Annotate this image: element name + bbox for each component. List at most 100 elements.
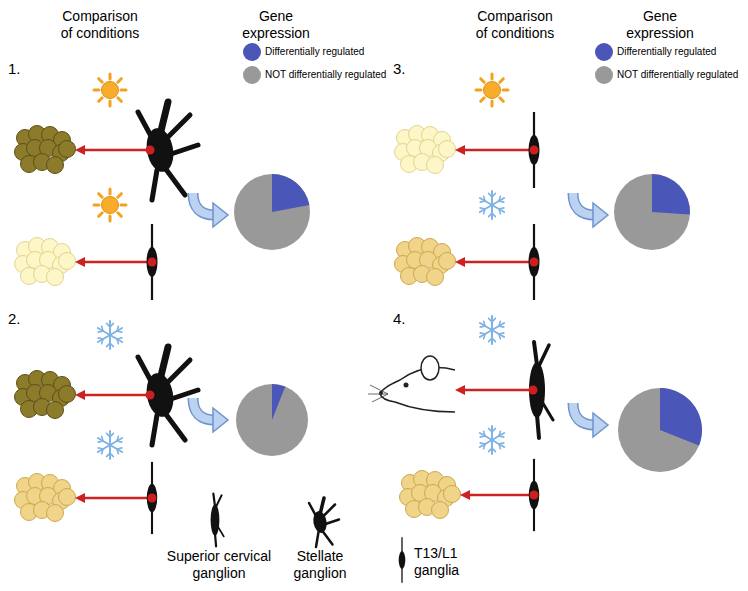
sun-ray: [481, 79, 485, 83]
ganglion-key-label: T13/L1 ganglia: [414, 545, 474, 579]
comparison-arrow-outline: [193, 193, 215, 215]
fat-cell: [432, 502, 449, 519]
fat-cell: [47, 269, 64, 286]
snowflake-arm: [480, 433, 492, 440]
snowflake-icon: [480, 191, 504, 219]
snowflake-branch: [489, 213, 492, 217]
sun-ray: [94, 204, 99, 207]
t13-l1-ganglion: [529, 224, 540, 300]
sun-ray: [118, 79, 122, 83]
sun-ray: [118, 213, 122, 217]
column-heading: Gene expression: [622, 8, 698, 42]
sun-ray: [118, 194, 122, 198]
snowflake-branch: [117, 339, 118, 344]
snowflake-arm: [480, 205, 492, 212]
snowflake-branch: [102, 326, 103, 331]
white-fat: [15, 238, 76, 286]
ganglion-key-label: Superior cervical ganglion: [163, 548, 275, 582]
ganglion-body: [312, 510, 329, 534]
stellate-ganglion: [138, 347, 198, 445]
sun-ray: [121, 204, 126, 207]
snowflake-arm: [110, 438, 122, 445]
pie-chart-rest: [614, 174, 690, 250]
sun-ray: [118, 98, 122, 102]
neuron-soma: [529, 386, 538, 395]
sun-ray: [481, 98, 485, 102]
ganglion-branch: [165, 360, 190, 385]
comparison-arrow-outline: [193, 398, 215, 420]
rat-head-outline: [380, 368, 455, 412]
snowflake-arm: [480, 440, 492, 447]
pie-chart-rest: [236, 384, 308, 456]
neuron-soma: [148, 258, 157, 267]
snowflake-arm: [110, 328, 122, 335]
sun-ray: [491, 101, 494, 106]
comparison-arrow-outline: [573, 193, 595, 215]
legend-swatch: [243, 66, 261, 84]
snowflake-arm: [110, 445, 122, 452]
nerve-terminal: [455, 145, 465, 155]
nerve-terminal: [455, 385, 465, 395]
sun-ray: [491, 74, 494, 79]
fat-cell: [59, 141, 76, 158]
snowflake-branch: [98, 448, 103, 449]
nerve-fiber: [83, 497, 150, 500]
sun-ray: [500, 98, 504, 102]
fat-cell: [59, 489, 76, 506]
snowflake-branch: [484, 196, 485, 201]
sun-ray: [503, 89, 508, 92]
comparison-arrow-head: [213, 203, 228, 227]
snowflake-branch: [492, 318, 495, 322]
snowflake-arm: [491, 316, 493, 330]
ganglion-body: [143, 126, 176, 174]
snowflake-arm: [491, 426, 493, 440]
snowflake-branch: [117, 331, 122, 332]
beige-fat: [15, 474, 76, 522]
snowflake-branch: [499, 436, 504, 437]
rat-ear: [421, 356, 439, 380]
snowflake-arm: [480, 330, 492, 337]
ganglion-branch: [537, 415, 539, 438]
superior-cervical-ganglion: [529, 342, 553, 438]
rat-whisker: [370, 385, 388, 394]
brown-fat: [15, 126, 76, 174]
legend-swatch: [595, 66, 613, 84]
ganglion-body: [529, 247, 540, 277]
ganglion-branch: [323, 531, 333, 545]
snowflake-arm: [109, 445, 111, 459]
fat-cell: [59, 386, 76, 403]
sun-ray: [99, 79, 103, 83]
snowflake-arm: [109, 431, 111, 445]
ganglion-body: [529, 362, 545, 418]
nerve-terminal: [455, 257, 465, 267]
snowflake-branch: [484, 431, 485, 436]
sun-icon: [476, 74, 508, 106]
ganglion-body: [529, 135, 540, 165]
legend-text: Differentially regulated: [617, 45, 716, 59]
sun-ray: [109, 101, 112, 106]
snowflake-branch: [499, 444, 500, 449]
t13-l1-ganglion: [147, 462, 157, 534]
pie-chart-slice: [652, 174, 690, 214]
fat-cell: [444, 486, 461, 503]
snowflake-arm: [109, 335, 111, 349]
snowflake-arm: [491, 191, 493, 205]
snowflake-icon: [480, 316, 504, 344]
snowflake-branch: [107, 453, 110, 457]
neuron-soma: [530, 146, 539, 155]
snowflake-arm: [98, 438, 110, 445]
snowflake-arm: [492, 323, 504, 330]
nerve-terminal: [75, 257, 85, 267]
white-fat: [395, 126, 456, 174]
sun-ray: [109, 189, 112, 194]
snowflake-branch: [489, 448, 492, 452]
t13-l1-ganglion: [399, 537, 406, 583]
ganglion-body: [147, 247, 158, 277]
pie-chart-rest: [618, 388, 702, 472]
snowflake-arm: [98, 445, 110, 452]
rat-whisker: [368, 394, 388, 395]
snowflake-arm: [98, 335, 110, 342]
snowflake-arm: [491, 440, 493, 454]
ganglion-body: [399, 551, 406, 569]
